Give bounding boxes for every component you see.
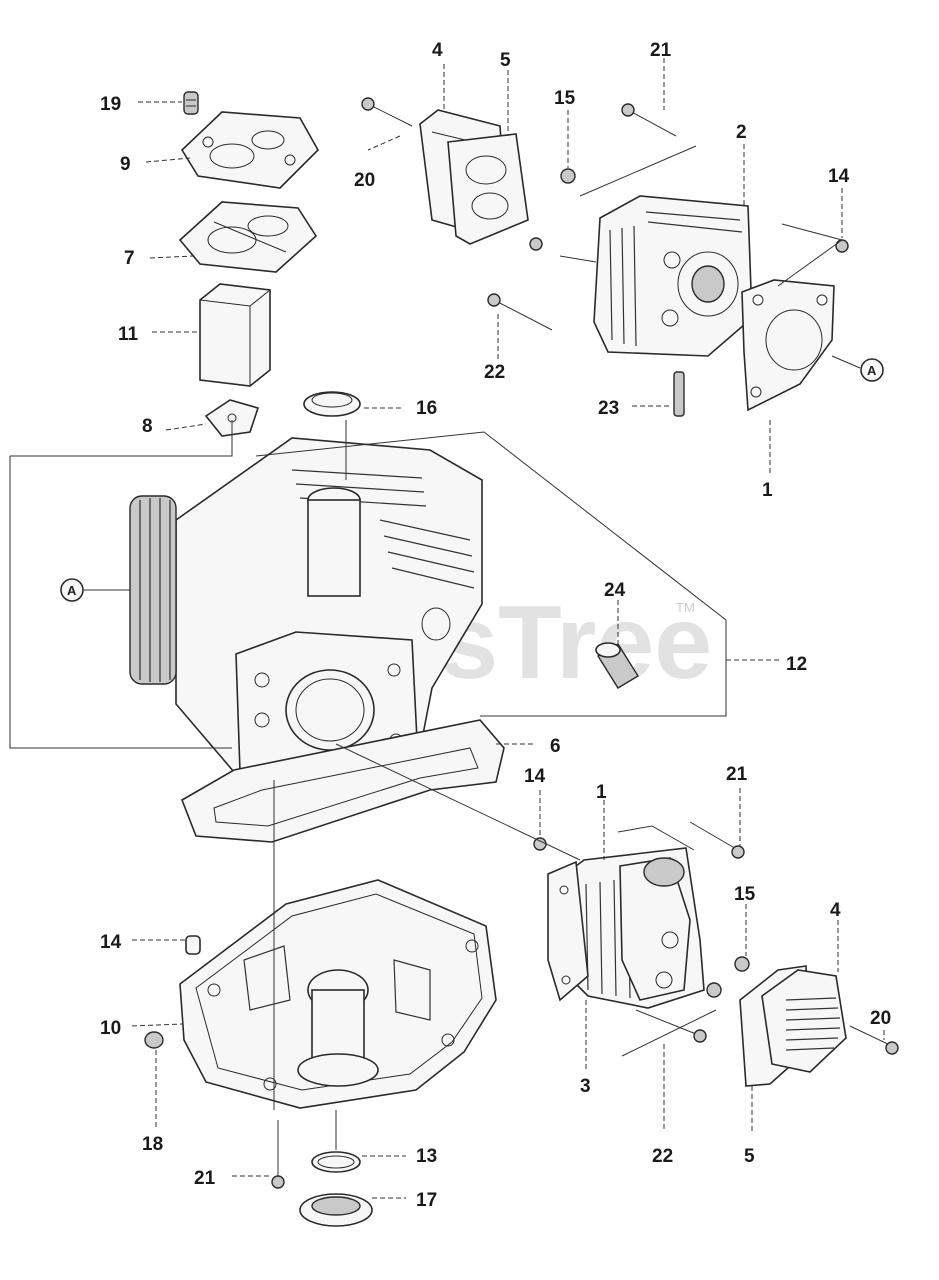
callout-17: 17 bbox=[416, 1190, 437, 1211]
part-18-seal bbox=[144, 1031, 164, 1049]
part-19-screw bbox=[183, 91, 199, 115]
callout-3: 3 bbox=[580, 1076, 591, 1097]
callout-18: 18 bbox=[142, 1134, 163, 1155]
callout-4-upper: 4 bbox=[432, 40, 443, 61]
callout-21-lower-right: 21 bbox=[726, 764, 748, 785]
svg-text:A: A bbox=[67, 583, 77, 598]
callout-24: 24 bbox=[604, 580, 626, 601]
part-22-bolt-lower bbox=[635, 1009, 707, 1043]
callout-12: 12 bbox=[786, 654, 807, 675]
callout-23: 23 bbox=[598, 398, 619, 419]
part-6-crankcase-gasket bbox=[181, 719, 505, 843]
part-15-plug-upper-b bbox=[529, 237, 543, 251]
callout-21-lower-left: 21 bbox=[194, 1168, 216, 1189]
part-3-cylinder-head-lower bbox=[551, 847, 705, 1009]
callout-2: 2 bbox=[736, 122, 747, 143]
part-16-seal bbox=[303, 391, 361, 417]
part-8-plate bbox=[204, 399, 260, 437]
part-17-oil-seal bbox=[299, 1193, 373, 1227]
part-23-stud bbox=[673, 371, 685, 417]
part-11-filter-element bbox=[199, 283, 271, 387]
part-13-o-ring bbox=[311, 1151, 361, 1173]
callout-22-upper: 22 bbox=[484, 362, 505, 383]
callout-5-lower: 5 bbox=[744, 1146, 755, 1167]
part-14-pin-lower-left bbox=[185, 935, 201, 955]
part-9-gasket-plate bbox=[180, 111, 319, 189]
callout-14-lower-left: 14 bbox=[100, 932, 122, 953]
callout-10: 10 bbox=[100, 1018, 121, 1039]
svg-text:A: A bbox=[867, 363, 877, 378]
part-20-bolt-upper bbox=[361, 97, 413, 127]
callout-8: 8 bbox=[142, 416, 153, 437]
trademark-mark: TM bbox=[676, 600, 695, 615]
callout-6: 6 bbox=[550, 736, 561, 757]
callout-labels: 19 9 7 11 8 16 4 5 20 15 21 2 14 22 23 1… bbox=[100, 40, 891, 1211]
part-5-cover-gasket-upper bbox=[447, 133, 529, 245]
part-7-gasket bbox=[178, 201, 318, 273]
callout-1-lower: 1 bbox=[596, 782, 607, 803]
callout-14-upper: 14 bbox=[828, 166, 850, 187]
part-4-valve-cover-lower bbox=[761, 969, 847, 1073]
callout-9: 9 bbox=[120, 154, 131, 175]
reference-marker-a-right: A bbox=[860, 358, 884, 382]
callout-14-mid: 14 bbox=[524, 766, 546, 787]
callout-20-lower: 20 bbox=[870, 1008, 891, 1029]
part-14-pin-upper bbox=[835, 239, 849, 253]
part-20-bolt-lower bbox=[849, 1025, 899, 1055]
leader-lines bbox=[9, 58, 885, 1199]
part-15-plug-lower bbox=[734, 956, 750, 972]
callout-16: 16 bbox=[416, 398, 437, 419]
part-14-pin-lower-right bbox=[533, 837, 547, 851]
callout-20-upper: 20 bbox=[354, 170, 375, 191]
callout-1-upper: 1 bbox=[762, 480, 773, 501]
part-2-cylinder-head-upper bbox=[593, 195, 753, 357]
callout-13: 13 bbox=[416, 1146, 437, 1167]
callout-15-lower: 15 bbox=[734, 884, 756, 905]
part-21-bolt-lower-left bbox=[271, 1120, 285, 1189]
callout-11: 11 bbox=[118, 324, 139, 345]
callout-15-upper: 15 bbox=[554, 88, 576, 109]
part-21-bolt-lower-right bbox=[689, 821, 745, 859]
part-15-plug-upper bbox=[560, 168, 576, 184]
part-12-cylinder-block bbox=[129, 437, 483, 773]
callout-4-lower: 4 bbox=[830, 900, 841, 921]
callout-22-lower: 22 bbox=[652, 1146, 673, 1167]
reference-marker-a-left: A bbox=[60, 578, 84, 602]
part-21-bolt-upper bbox=[621, 103, 677, 137]
part-15-plug-lower-b bbox=[706, 982, 722, 998]
part-1-head-gasket-upper bbox=[741, 279, 835, 412]
part-22-bolt-upper bbox=[487, 293, 553, 331]
callout-5-upper: 5 bbox=[500, 50, 511, 71]
callout-21-upper: 21 bbox=[650, 40, 672, 61]
part-10-crankcase-cover bbox=[179, 879, 497, 1109]
callout-7: 7 bbox=[124, 248, 135, 269]
part-1-head-gasket-lower bbox=[547, 860, 589, 1002]
part-24-pipe bbox=[595, 642, 639, 689]
callout-19: 19 bbox=[100, 94, 121, 115]
